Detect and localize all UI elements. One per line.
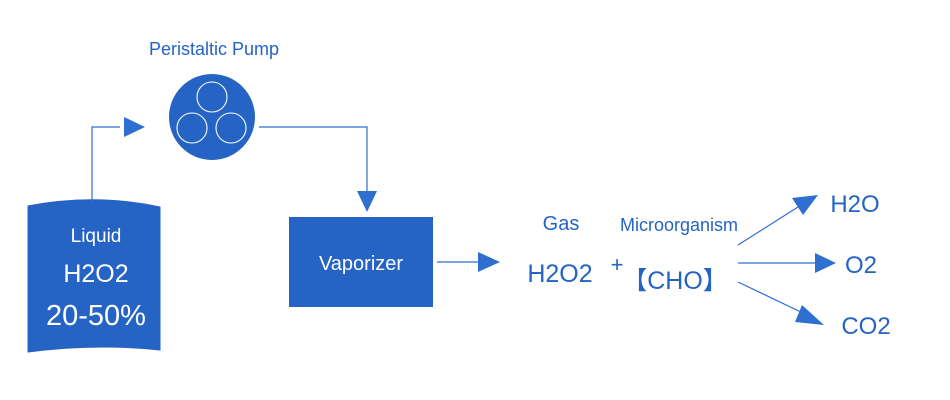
product-h2o: H2O — [830, 191, 880, 218]
vaporizer-label: Vaporizer — [318, 253, 404, 275]
pump-to-vaporizer-arrowhead — [357, 191, 377, 212]
arrow-to-h2o-arrowhead — [792, 195, 818, 215]
tank-label-formula: H2O2 — [63, 260, 129, 288]
peristaltic-pump-icon — [169, 74, 255, 160]
tank-label-concentration: 20-50% — [46, 300, 146, 332]
tank-to-pump-arrowhead — [124, 117, 145, 137]
liquid-tank — [27, 199, 161, 353]
plus-sign: + — [610, 252, 624, 277]
arrow-to-co2-line — [737, 281, 806, 315]
microorganism-formula: 【CHO】 — [622, 267, 728, 295]
vaporizer-box — [289, 217, 433, 307]
tank-to-pump-line — [91, 126, 120, 203]
gas-label: Gas — [542, 213, 580, 235]
product-o2: O2 — [844, 252, 878, 279]
pump-to-vaporizer-line — [259, 126, 368, 191]
arrow-to-o2-arrowhead — [815, 253, 836, 273]
gas-formula: H2O2 — [527, 260, 593, 288]
tank-label-liquid: Liquid — [70, 226, 122, 247]
arrow-to-co2-arrowhead — [795, 305, 824, 325]
vaporizer-to-gas-arrowhead — [478, 252, 500, 272]
product-co2: CO2 — [841, 313, 891, 340]
arrow-to-h2o-line — [737, 206, 799, 246]
microorganism-label: Microorganism — [619, 215, 739, 235]
pump-label: Peristaltic Pump — [148, 39, 280, 59]
